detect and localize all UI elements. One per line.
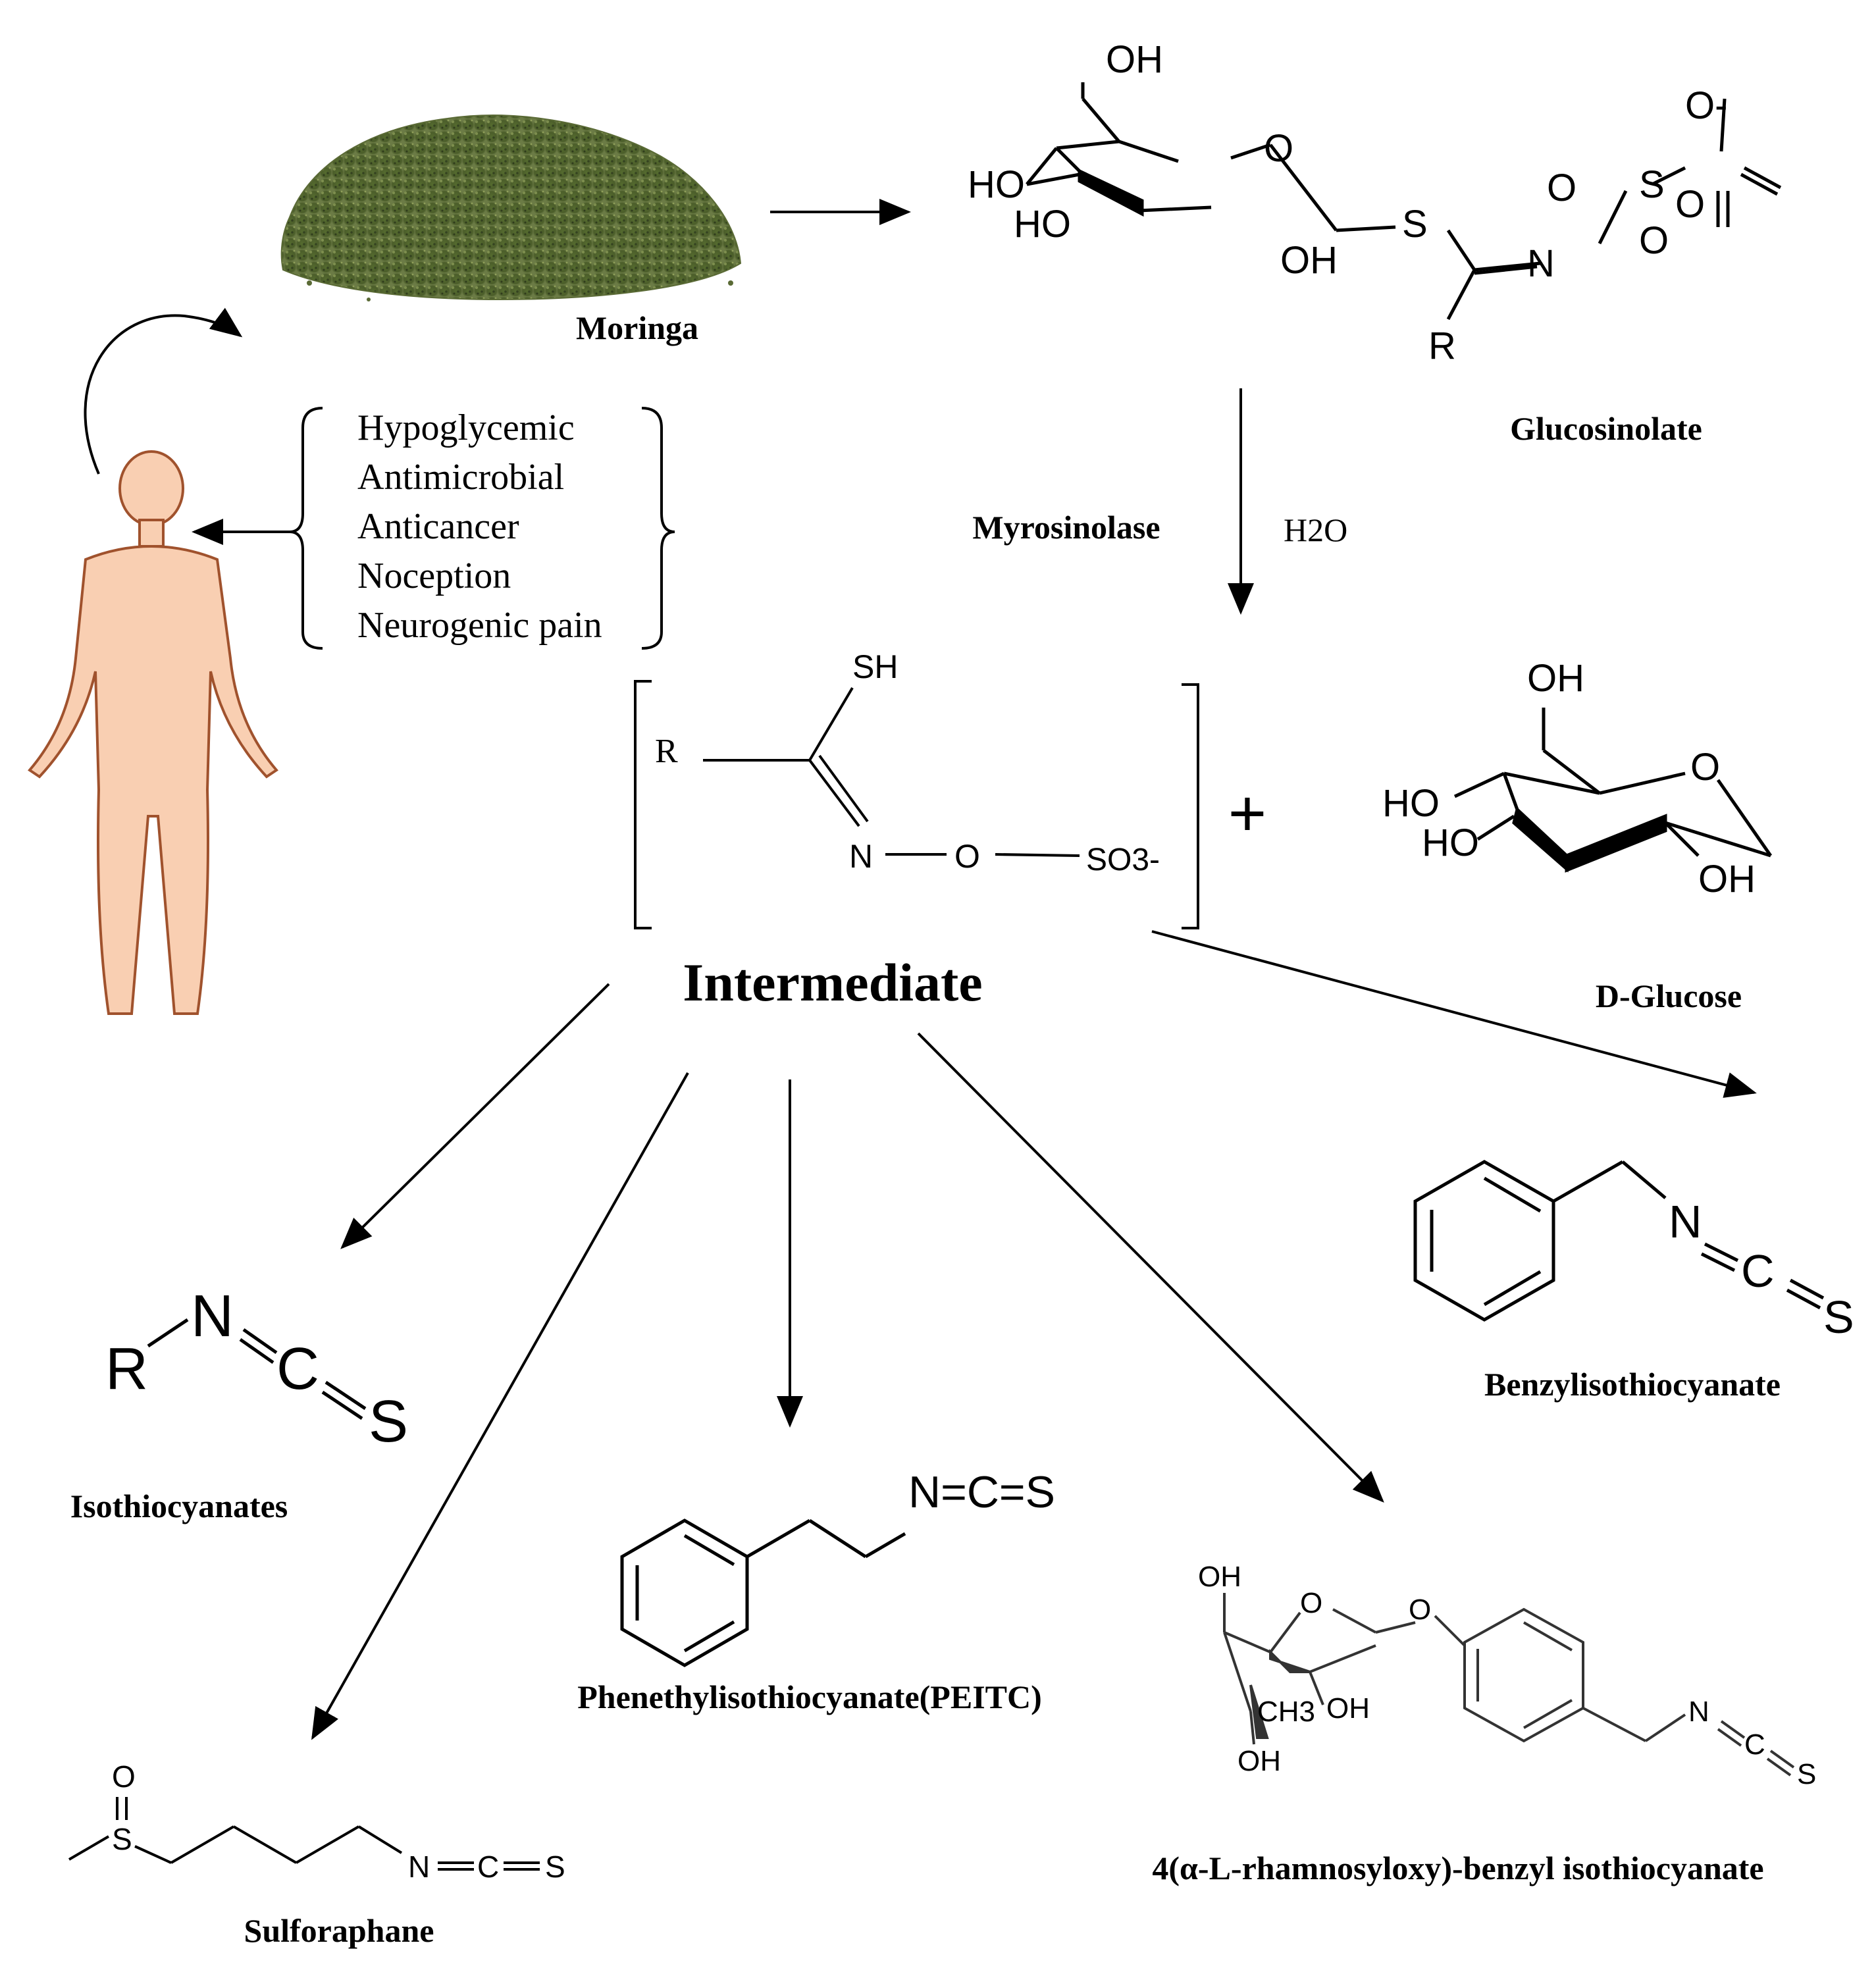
glucosinolate-structure xyxy=(1026,82,1782,321)
peitc-structure xyxy=(620,1519,906,1667)
atom-oh: OH xyxy=(1106,38,1163,81)
atom-o: O xyxy=(1264,127,1293,170)
atom-ho: HO xyxy=(1422,821,1479,864)
atom-ho: HO xyxy=(968,163,1025,206)
isothiocyanate-structure xyxy=(147,1318,367,1420)
intermediate-atoms: R SH N O SO3- xyxy=(655,648,1160,877)
atom-r: R xyxy=(1428,325,1456,367)
rhamno-structure xyxy=(1223,1593,1795,1777)
effect-item: Anticancer xyxy=(357,506,519,547)
effects-brace-right xyxy=(641,407,675,650)
atom-c: C xyxy=(276,1336,319,1402)
effect-item: Neurogenic pain xyxy=(357,605,602,646)
sulforaphane-structure xyxy=(68,1797,540,1871)
atom-r: R xyxy=(105,1336,148,1402)
dglucose-structure xyxy=(1453,708,1773,873)
effect-item: Hypoglycemic xyxy=(357,407,575,448)
atom-s: S xyxy=(545,1850,565,1884)
atom-s: S xyxy=(1797,1758,1816,1790)
atom-c: C xyxy=(1741,1245,1775,1297)
peitc-ncs-group: N=C=S xyxy=(908,1467,1055,1517)
isothiocyanates-label: Isothiocyanates xyxy=(70,1488,288,1524)
atom-n: N xyxy=(408,1850,430,1884)
atom-oh: OH xyxy=(1198,1561,1241,1593)
atom-oh: OH xyxy=(1527,657,1584,700)
atom-ho: HO xyxy=(1014,203,1071,246)
atom-oh: OH xyxy=(1280,239,1338,282)
atom-o-charge: O- xyxy=(1685,84,1727,127)
arrow-to-rhamno xyxy=(917,1032,1384,1503)
atom-s: S xyxy=(112,1822,132,1856)
atom-o: O xyxy=(1690,746,1720,789)
plus-sign: + xyxy=(1228,777,1266,850)
benzyl-atoms: N C S xyxy=(1669,1196,1854,1343)
atom-ho: HO xyxy=(1382,782,1440,825)
dglucose-atoms: OH O HO HO OH xyxy=(1382,657,1756,900)
atom-o: O xyxy=(1675,183,1705,226)
rhamno-label: 4(α-L-rhamnosyloxy)-benzyl isothiocyanat… xyxy=(1152,1850,1763,1886)
enzyme-label: Myrosinolase xyxy=(972,509,1160,546)
atom-s: S xyxy=(1823,1291,1854,1343)
sulforaphane-atoms: O S N C S xyxy=(112,1759,565,1884)
atom-s: S xyxy=(1639,163,1665,206)
atom-o: O xyxy=(1547,167,1576,209)
atom-s: S xyxy=(369,1389,408,1455)
intermediate-label: Intermediate xyxy=(683,952,982,1012)
human-body-icon xyxy=(28,450,278,1015)
atom-o: O xyxy=(1409,1594,1431,1626)
atom-o: O xyxy=(1639,219,1669,262)
moringa-label: Moringa xyxy=(576,309,698,346)
benzyl-structure xyxy=(1413,1160,1825,1322)
atom-oh: OH xyxy=(1238,1745,1281,1777)
rhamno-atoms: OH O O CH3 OH OH N C S xyxy=(1198,1561,1816,1790)
atom-n: N xyxy=(1527,242,1555,285)
arrow-to-sulforaphane xyxy=(311,1072,689,1740)
atom-so3: SO3- xyxy=(1086,843,1160,877)
atom-n: N xyxy=(191,1284,234,1349)
isothiocyanate-atoms: R N C S xyxy=(105,1284,408,1455)
intermediate-structure xyxy=(703,687,1080,857)
glucosinolate-label: Glucosinolate xyxy=(1510,410,1702,447)
effects-list: HypoglycemicAntimicrobialAnticancerNocep… xyxy=(357,407,602,646)
effect-item: Noception xyxy=(357,556,511,596)
atom-o: O xyxy=(112,1759,136,1794)
glucosinolate-atoms: OH O HO HO OH S N R O S O- O O xyxy=(968,38,1727,367)
arrow-to-isothiocyanates xyxy=(340,983,610,1249)
atom-ch3: CH3 xyxy=(1257,1696,1315,1728)
atom-n: N xyxy=(1669,1196,1702,1247)
atom-c: C xyxy=(477,1850,499,1884)
benzyl-label: Benzylisothiocyanate xyxy=(1484,1366,1781,1403)
atom-n: N xyxy=(849,838,873,875)
arrow-to-benzyl xyxy=(1151,930,1757,1098)
atom-oh: OH xyxy=(1698,858,1756,900)
atom-c: C xyxy=(1744,1728,1765,1761)
atom-o: O xyxy=(1300,1587,1322,1619)
sulforaphane-label: Sulforaphane xyxy=(244,1912,434,1949)
atom-n: N xyxy=(1688,1696,1709,1728)
effect-item: Antimicrobial xyxy=(357,457,564,498)
intermediate-bracket-right xyxy=(1182,683,1199,929)
atom-sh: SH xyxy=(852,648,898,685)
dglucose-label: D-Glucose xyxy=(1596,977,1742,1014)
atom-o: O xyxy=(954,838,980,875)
arrow-human-to-moringa xyxy=(84,307,243,475)
intermediate-bracket-left xyxy=(634,680,652,929)
atom-r: R xyxy=(655,733,678,770)
moringa-powder-image xyxy=(280,115,742,301)
water-label: H2O xyxy=(1284,511,1347,548)
atom-oh: OH xyxy=(1326,1692,1370,1725)
atom-s: S xyxy=(1402,203,1428,246)
effects-brace-left xyxy=(289,407,323,650)
peitc-label: Phenethylisothiocyanate(PEITC) xyxy=(577,1678,1042,1715)
